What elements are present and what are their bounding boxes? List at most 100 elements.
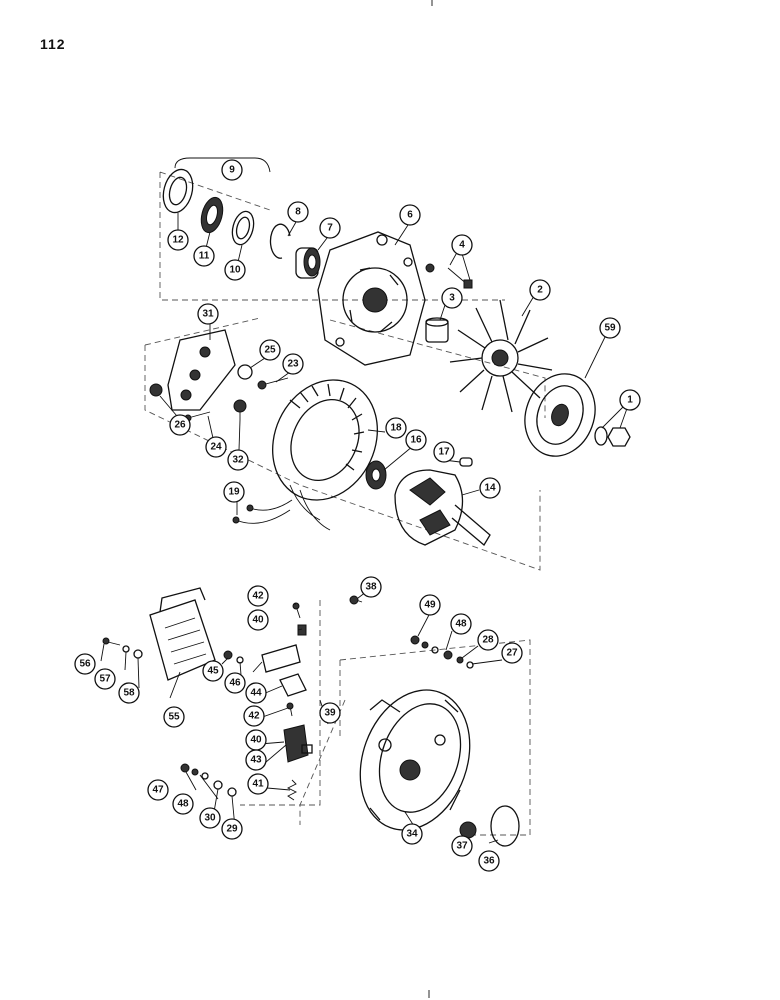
callout-29: 29 bbox=[221, 818, 243, 840]
washer-nut-1 bbox=[594, 426, 631, 447]
insulator-26 bbox=[149, 383, 163, 397]
svg-text:55: 55 bbox=[168, 712, 180, 723]
callout-37: 37 bbox=[451, 835, 473, 857]
brush-holder-44 bbox=[261, 644, 307, 697]
svg-text:1: 1 bbox=[627, 395, 633, 406]
callout-39: 39 bbox=[319, 702, 341, 724]
callout-7: 7 bbox=[319, 217, 341, 239]
svg-text:49: 49 bbox=[424, 600, 436, 611]
spacer-3 bbox=[425, 317, 449, 343]
callout-55: 55 bbox=[163, 706, 185, 728]
callout-17: 17 bbox=[433, 441, 455, 463]
callout-38: 38 bbox=[360, 576, 382, 598]
svg-text:31: 31 bbox=[202, 309, 214, 320]
callout-1: 1 bbox=[619, 389, 641, 411]
hardware-chain-upper bbox=[410, 635, 474, 669]
callout-34: 34 bbox=[401, 823, 423, 845]
assembly-line-regulator bbox=[240, 600, 321, 806]
svg-text:8: 8 bbox=[295, 207, 301, 218]
callout-14: 14 bbox=[479, 477, 501, 499]
svg-text:43: 43 bbox=[250, 755, 262, 766]
bolt-nut-4 bbox=[425, 263, 473, 289]
svg-text:48: 48 bbox=[455, 619, 467, 630]
svg-text:9: 9 bbox=[229, 165, 235, 176]
svg-text:34: 34 bbox=[406, 829, 418, 840]
hardware-45-46 bbox=[223, 650, 244, 664]
svg-text:39: 39 bbox=[324, 708, 336, 719]
callout-43: 43 bbox=[245, 749, 267, 771]
svg-text:40: 40 bbox=[252, 615, 264, 626]
callout-58: 58 bbox=[118, 682, 140, 704]
svg-text:40: 40 bbox=[250, 735, 262, 746]
callout-41: 41 bbox=[247, 773, 269, 795]
svg-text:6: 6 bbox=[407, 210, 413, 221]
callout-10: 10 bbox=[224, 259, 246, 281]
callout-31: 31 bbox=[197, 303, 219, 325]
seal-12 bbox=[162, 168, 194, 214]
screw-42-upper bbox=[292, 602, 301, 619]
svg-text:41: 41 bbox=[252, 779, 264, 790]
slip-ring-end-frame-34 bbox=[359, 689, 471, 831]
svg-text:3: 3 bbox=[449, 293, 455, 304]
svg-text:36: 36 bbox=[483, 856, 495, 867]
callout-19: 19 bbox=[223, 481, 245, 503]
callout-26: 26 bbox=[169, 414, 191, 436]
brush-holder-43 bbox=[283, 724, 313, 763]
callout-46: 46 bbox=[224, 672, 246, 694]
drive-end-frame-6 bbox=[317, 231, 426, 366]
callout-42-lower: 42 bbox=[243, 705, 265, 727]
callout-27: 27 bbox=[501, 642, 523, 664]
callout-16: 16 bbox=[405, 429, 427, 451]
callout-32: 32 bbox=[227, 449, 249, 471]
snap-ring-8 bbox=[269, 223, 291, 259]
regulator-hardware bbox=[102, 637, 143, 659]
callout-49: 49 bbox=[419, 594, 441, 616]
callout-42-upper: 42 bbox=[247, 585, 269, 607]
callout-36: 36 bbox=[478, 850, 500, 872]
svg-text:37: 37 bbox=[456, 841, 468, 852]
callout-23: 23 bbox=[282, 353, 304, 375]
svg-text:30: 30 bbox=[204, 813, 216, 824]
svg-text:7: 7 bbox=[327, 223, 333, 234]
pulley-59 bbox=[524, 373, 596, 457]
callout-2: 2 bbox=[529, 279, 551, 301]
callout-57: 57 bbox=[94, 668, 116, 690]
insulator-25 bbox=[237, 364, 253, 380]
svg-text:12: 12 bbox=[172, 235, 184, 246]
rotor-14 bbox=[394, 469, 491, 546]
svg-text:56: 56 bbox=[79, 659, 91, 670]
svg-text:42: 42 bbox=[248, 711, 260, 722]
callout-6: 6 bbox=[399, 204, 421, 226]
svg-text:10: 10 bbox=[229, 265, 241, 276]
heat-sink-31 bbox=[167, 329, 236, 411]
callout-48-lower: 48 bbox=[172, 793, 194, 815]
callout-40-upper: 40 bbox=[247, 609, 269, 631]
svg-text:11: 11 bbox=[199, 251, 210, 262]
callout-25: 25 bbox=[259, 339, 281, 361]
assembly-line-upper bbox=[159, 171, 546, 418]
svg-text:2: 2 bbox=[537, 285, 543, 296]
assembly-line-lower bbox=[299, 639, 531, 836]
svg-text:58: 58 bbox=[123, 688, 135, 699]
woodruff-key-17 bbox=[459, 457, 473, 467]
svg-text:38: 38 bbox=[365, 582, 377, 593]
svg-text:25: 25 bbox=[264, 345, 276, 356]
callout-28: 28 bbox=[477, 629, 499, 651]
svg-text:19: 19 bbox=[228, 487, 240, 498]
fan-2 bbox=[449, 299, 553, 413]
callout-48-upper: 48 bbox=[450, 613, 472, 635]
svg-text:23: 23 bbox=[287, 359, 299, 370]
callout-59: 59 bbox=[599, 317, 621, 339]
svg-text:26: 26 bbox=[174, 420, 186, 431]
svg-text:27: 27 bbox=[506, 648, 518, 659]
o-ring-36 bbox=[490, 805, 520, 847]
bearing-16 bbox=[365, 460, 387, 490]
bearing-11 bbox=[200, 196, 224, 234]
stator-18 bbox=[272, 379, 378, 531]
svg-text:45: 45 bbox=[207, 666, 219, 677]
callout-12: 12 bbox=[167, 229, 189, 251]
svg-text:47: 47 bbox=[152, 785, 164, 796]
svg-text:29: 29 bbox=[226, 824, 238, 835]
group-9-bracket bbox=[174, 157, 271, 173]
